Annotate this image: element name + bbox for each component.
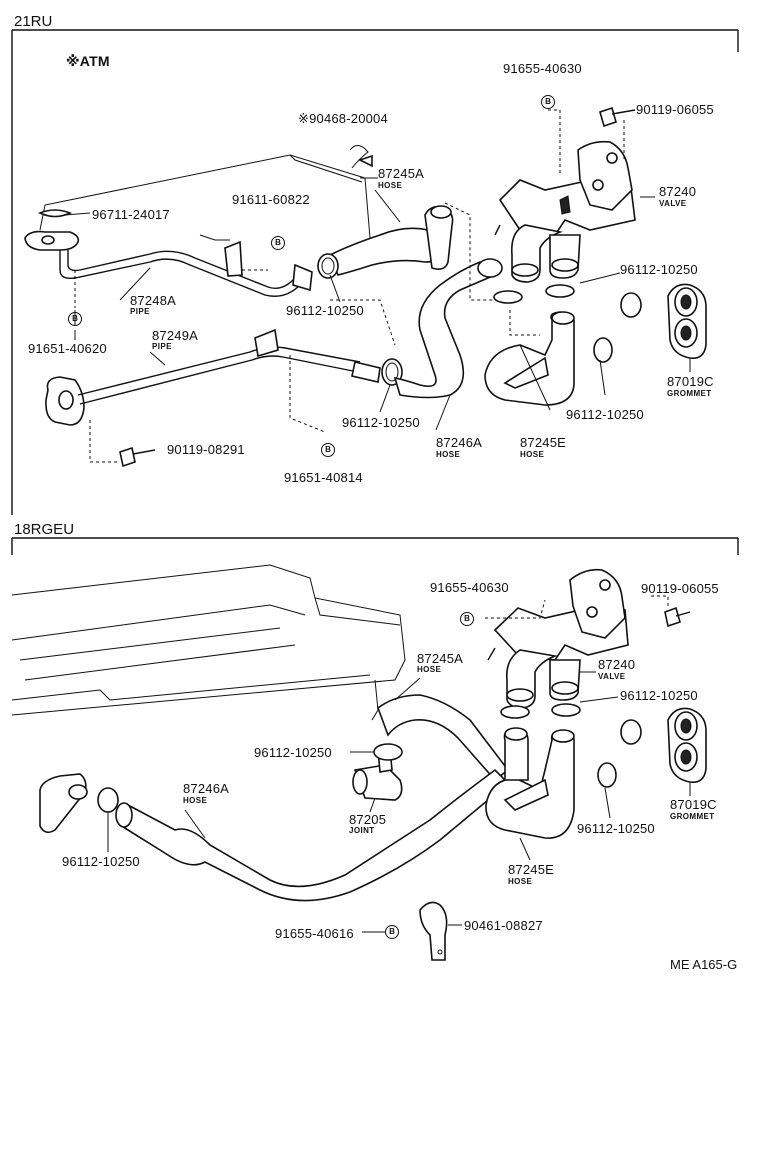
bolt-mark-b: B bbox=[385, 925, 399, 939]
bolt-mark-b: B bbox=[68, 312, 82, 326]
bolt-mark-b: B bbox=[321, 443, 335, 457]
clamps-bottom bbox=[97, 703, 642, 813]
part-label-87245e: 87245E bbox=[520, 435, 567, 450]
part-sub-grommet: GROMMET bbox=[670, 812, 715, 821]
hose-87245a-drawing-bottom bbox=[377, 694, 510, 782]
pipe-87248a-drawing bbox=[24, 230, 313, 297]
leader-lines-bottom bbox=[107, 595, 691, 933]
part-label-87245a: 87245A bbox=[378, 166, 425, 181]
part-label-87248a: 87248A bbox=[130, 293, 177, 308]
bolt-mark-b: B bbox=[271, 236, 285, 250]
part-label-96112-10250: 96112-10250 bbox=[62, 854, 140, 869]
part-label-91651-40814: 91651-40814 bbox=[284, 470, 363, 485]
part-label-90119-08291: 90119-08291 bbox=[167, 442, 245, 457]
part-label-91655-40630: 91655-40630 bbox=[503, 61, 582, 76]
hose-87245e-drawing-bottom bbox=[485, 727, 575, 839]
valve-87240-drawing-top bbox=[494, 140, 636, 283]
part-label-96112-10250: 96112-10250 bbox=[620, 688, 698, 703]
section-title-top: 21RU bbox=[14, 13, 53, 30]
hose-87246a-drawing-bottom bbox=[39, 768, 512, 902]
part-label-91611-60822: 91611-60822 bbox=[232, 192, 310, 207]
part-label-96711-24017: 96711-24017 bbox=[92, 207, 170, 222]
section-frame-bottom bbox=[11, 537, 739, 555]
part-sub-hose: HOSE bbox=[378, 181, 403, 190]
part-label-87240: 87240 bbox=[659, 184, 697, 199]
part-label-96112-10250: 96112-10250 bbox=[254, 745, 332, 760]
bolt-mark-b: B bbox=[541, 95, 555, 109]
part-label-87249a: 87249A bbox=[152, 328, 199, 343]
part-sub-hose: HOSE bbox=[520, 450, 545, 459]
hose-87245e-drawing-top bbox=[484, 311, 575, 406]
part-label-96112-10250: 96112-10250 bbox=[566, 407, 644, 422]
part-label-90468-20004: ※90468-20004 bbox=[298, 111, 388, 126]
engine-block-outline-top bbox=[39, 154, 373, 271]
part-sub-hose: HOSE bbox=[417, 665, 442, 674]
part-sub-grommet: GROMMET bbox=[667, 389, 712, 398]
grommet-87019c-drawing-bottom bbox=[667, 707, 707, 784]
part-sub-hose: HOSE bbox=[436, 450, 461, 459]
pipe-87249a-drawing bbox=[45, 328, 381, 426]
part-label-87205: 87205 bbox=[349, 812, 387, 827]
part-label-90119-06055: 90119-06055 bbox=[636, 102, 714, 117]
bolt-mark-b: B bbox=[460, 612, 474, 626]
part-label-87246a: 87246A bbox=[183, 781, 230, 796]
valve-87240-drawing-bottom bbox=[487, 568, 629, 709]
part-label-87245a: 87245A bbox=[417, 651, 464, 666]
part-sub-pipe: PIPE bbox=[130, 307, 150, 316]
section-frame-top bbox=[11, 29, 739, 515]
part-label-87246a: 87246A bbox=[436, 435, 483, 450]
grommet-87019c-drawing-top bbox=[667, 283, 707, 360]
illustration-reference-code: ME A165-G bbox=[670, 957, 738, 972]
section-title-bottom: 18RGEU bbox=[14, 521, 75, 538]
hose-87245a-drawing-top bbox=[328, 205, 454, 276]
fasteners-top bbox=[37, 106, 636, 468]
part-label-96112-10250: 96112-10250 bbox=[286, 303, 364, 318]
hose-87246a-drawing-top bbox=[393, 258, 503, 399]
engine-block-outline-bottom bbox=[11, 564, 406, 721]
part-label-90461-08827: 90461-08827 bbox=[464, 918, 543, 933]
part-sub-hose: HOSE bbox=[508, 877, 533, 886]
part-sub-valve: VALVE bbox=[598, 672, 626, 681]
part-label-91651-40620: 91651-40620 bbox=[28, 341, 107, 356]
part-label-96112-10250: 96112-10250 bbox=[577, 821, 655, 836]
part-sub-joint: JOINT bbox=[349, 826, 375, 835]
part-label-91655-40616: 91655-40616 bbox=[275, 926, 354, 941]
part-label-87019c: 87019C bbox=[670, 797, 717, 812]
fasteners-bottom bbox=[419, 606, 691, 961]
part-label-87245e: 87245E bbox=[508, 862, 555, 877]
part-label-91655-40630: 91655-40630 bbox=[430, 580, 509, 595]
part-label-87019c: 87019C bbox=[667, 374, 714, 389]
part-sub-hose: HOSE bbox=[183, 796, 208, 805]
part-sub-valve: VALVE bbox=[659, 199, 687, 208]
part-label-90119-06055: 90119-06055 bbox=[641, 581, 719, 596]
part-label-96112-10250: 96112-10250 bbox=[620, 262, 698, 277]
atm-note: ※ATM bbox=[66, 53, 110, 69]
part-sub-pipe: PIPE bbox=[152, 342, 172, 351]
part-label-87240: 87240 bbox=[598, 657, 636, 672]
part-label-96112-10250: 96112-10250 bbox=[342, 415, 420, 430]
